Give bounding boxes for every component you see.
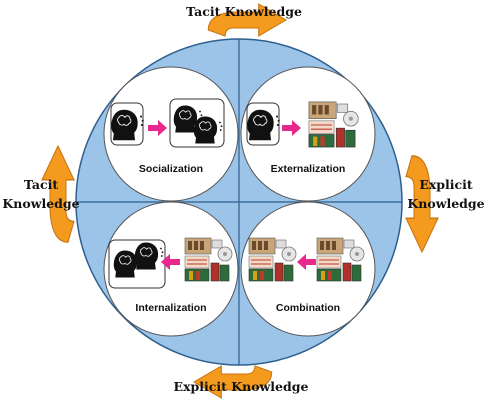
process-arrow <box>161 254 180 270</box>
label-right-knowledge: Knowledge <box>407 196 484 211</box>
label-left-knowledge: Knowledge <box>2 196 79 211</box>
quadrant-label-externalization: Externalization <box>271 163 346 175</box>
label-top-tacit-knowledge: Tacit Knowledge <box>186 4 302 19</box>
process-arrow <box>282 120 301 136</box>
combination-illustration <box>248 237 365 282</box>
internalization-circle <box>103 201 239 337</box>
quadrant-label-combination: Combination <box>276 302 340 314</box>
label-left-tacit: Tacit <box>24 177 59 192</box>
left-cycle-arrow <box>41 145 75 243</box>
process-arrow <box>297 254 316 270</box>
combination-circle <box>240 201 376 337</box>
quadrant-label-internalization: Internalization <box>135 302 206 314</box>
process-arrow <box>148 120 167 136</box>
externalization-circle <box>240 66 376 202</box>
socialization-illustration <box>110 98 225 148</box>
externalization-illustration <box>246 101 359 148</box>
label-right-explicit: Explicit <box>419 177 473 192</box>
label-bottom-explicit-knowledge: Explicit Knowledge <box>174 379 309 394</box>
internalization-illustration <box>108 237 233 289</box>
quadrant-label-socialization: Socialization <box>139 163 203 175</box>
